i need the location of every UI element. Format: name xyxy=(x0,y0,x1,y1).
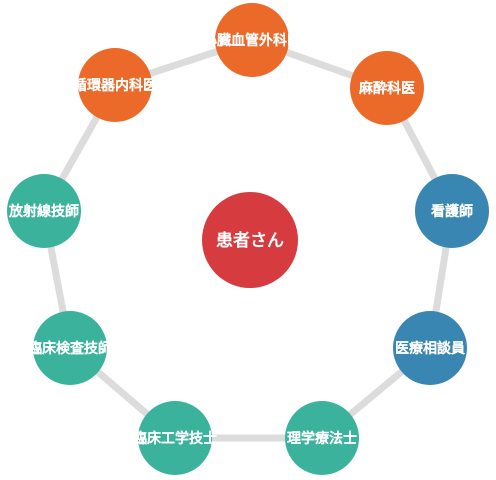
role-node-circle xyxy=(138,401,212,475)
nodes-layer: 心臓血管外科医心臓血管外科医麻酔科医麻酔科医看護師看護師医療相談員医療相談員理学… xyxy=(7,3,489,475)
role-node-circle xyxy=(393,311,467,385)
role-node-label: 心臓血管外科医 xyxy=(203,32,301,49)
role-node-label-outline: 循環器内科医 xyxy=(73,77,157,94)
role-node-circle xyxy=(78,48,152,122)
role-node-label-outline: 臨床工学技士 xyxy=(133,430,217,447)
center-label: 患者さん xyxy=(216,230,284,251)
role-node-label-outline: 医療相談員 xyxy=(395,340,465,357)
role-node-label: 循環器内科医 xyxy=(73,77,157,94)
center-circle xyxy=(202,192,298,288)
role-node-circle xyxy=(7,174,81,248)
role-node-circle xyxy=(415,174,489,248)
role-node-label: 臨床工学技士 xyxy=(133,430,217,447)
role-node-label-outline: 臨床検査技師 xyxy=(28,340,112,357)
role-node-label: 看護師 xyxy=(430,203,473,220)
role-node-label: 医療相談員 xyxy=(395,340,465,357)
role-node-label-outline: 放射線技師 xyxy=(8,203,79,220)
role-node-circle xyxy=(215,3,289,77)
role-node-circle xyxy=(350,51,424,125)
role-node-label: 麻酔科医 xyxy=(358,80,415,97)
role-node-label-outline: 看護師 xyxy=(430,203,473,220)
role-node-label-outline: 麻酔科医 xyxy=(358,80,415,97)
center-node: 患者さん xyxy=(202,192,298,288)
role-node-label: 臨床検査技師 xyxy=(28,340,112,357)
role-node-label-outline: 理学療法士 xyxy=(287,430,357,447)
role-node-label: 放射線技師 xyxy=(8,203,79,220)
role-node-label-outline: 心臓血管外科医 xyxy=(203,32,301,49)
role-node-circle xyxy=(33,311,107,385)
role-node-circle xyxy=(285,401,359,475)
role-node-label: 理学療法士 xyxy=(287,430,357,447)
connection-ring xyxy=(40,36,456,442)
